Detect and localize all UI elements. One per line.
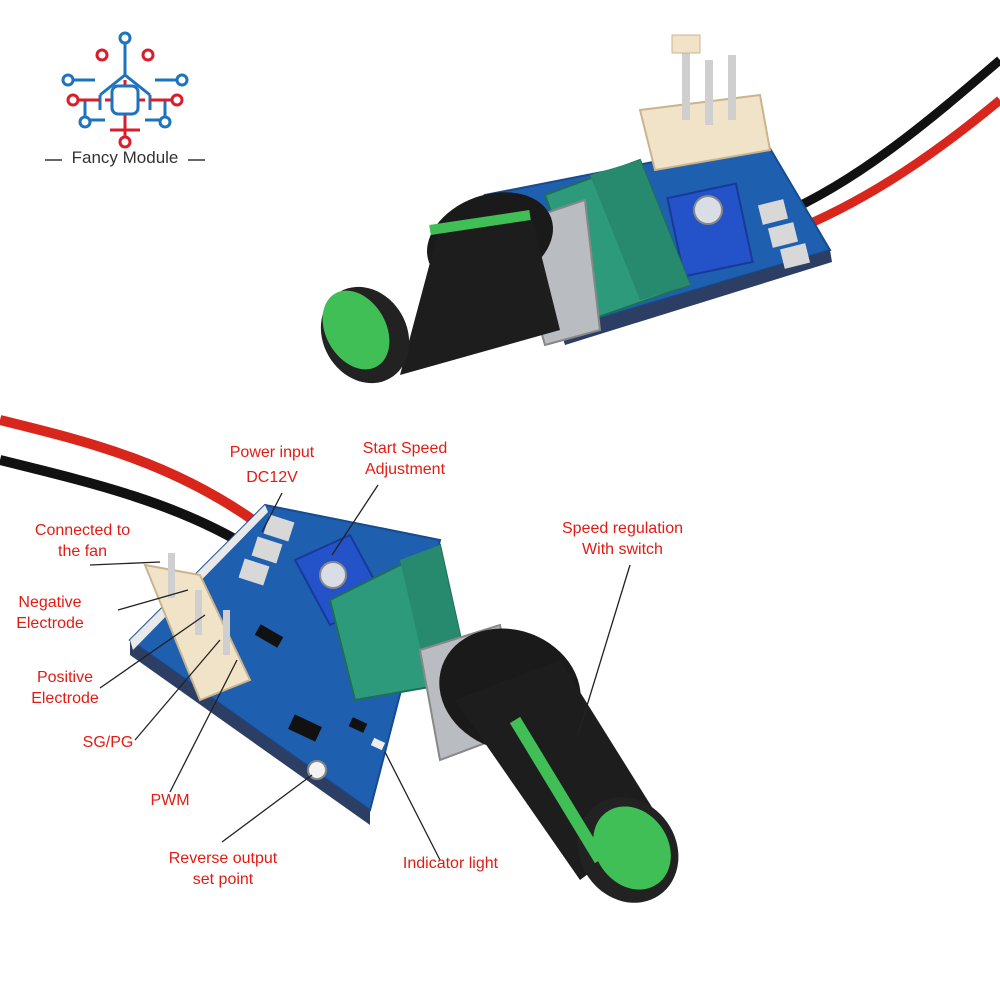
label-power-input-line1: Power input: [229, 444, 315, 461]
label-reverse-output-line1: Reverse output: [168, 850, 278, 867]
label-speed-regulation-line2: With switch: [582, 541, 663, 558]
bottom-module: [0, 415, 679, 903]
label-start-speed-line2: Adjustment: [364, 461, 446, 478]
label-speed-regulation-line1: Speed regulation: [562, 520, 683, 537]
label-power-input: Power input DC12V: [212, 442, 332, 488]
label-start-speed-line1: Start Speed: [362, 440, 448, 457]
label-reverse-output-line2: set point: [192, 871, 254, 888]
label-negative-line1: Negative: [18, 594, 82, 611]
label-speed-regulation: Speed regulation With switch: [545, 518, 700, 560]
label-connected-fan-line2: the fan: [58, 543, 107, 560]
label-connected-fan: Connected to the fan: [15, 520, 150, 562]
label-positive-line2: Electrode: [31, 690, 99, 707]
circuit-logo-icon: [61, 31, 189, 149]
label-negative-line2: Electrode: [16, 615, 84, 632]
label-reverse-output: Reverse output set point: [148, 848, 298, 890]
label-indicator-light: Indicator light: [402, 855, 499, 872]
label-start-speed: Start Speed Adjustment: [345, 438, 465, 480]
label-positive-electrode: Positive Electrode: [15, 667, 115, 709]
top-module: [320, 34, 1000, 384]
logo-text: Fancy Module: [71, 148, 179, 167]
callout-lines: [89, 484, 631, 861]
label-negative-electrode: Negative Electrode: [0, 592, 100, 634]
label-sgpg: SG/PG: [82, 734, 134, 751]
label-power-input-line2: DC12V: [246, 469, 298, 486]
label-pwm: PWM: [150, 792, 190, 809]
label-connected-fan-line1: Connected to: [34, 522, 131, 539]
label-positive-line1: Positive: [36, 669, 94, 686]
